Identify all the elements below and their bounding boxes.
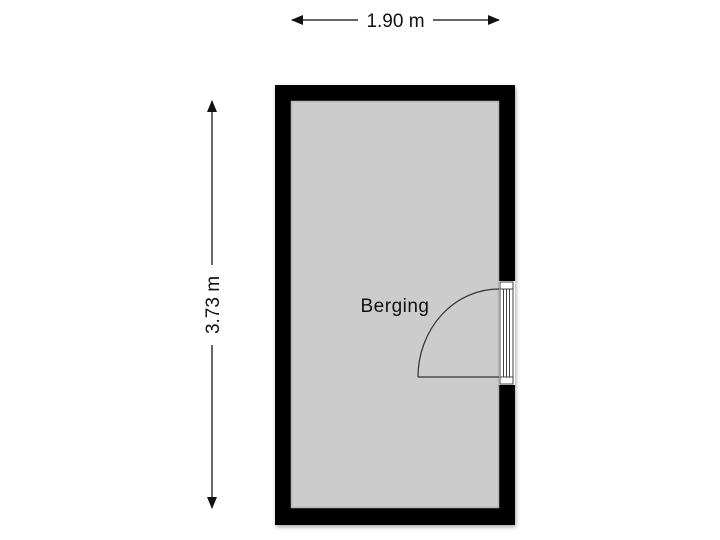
door-swing-icon xyxy=(417,288,500,378)
room-berging: Berging xyxy=(275,85,515,525)
floor-edge xyxy=(290,100,500,509)
room-floor xyxy=(291,101,499,508)
room-label: Berging xyxy=(361,296,430,317)
height-dimension: 3.73 m xyxy=(203,100,224,509)
height-dimension-label: 3.73 m xyxy=(203,276,224,334)
width-dimension-label: 1.90 m xyxy=(366,11,424,32)
width-dimension: 1.90 m xyxy=(291,11,500,32)
door-frame xyxy=(499,281,514,385)
